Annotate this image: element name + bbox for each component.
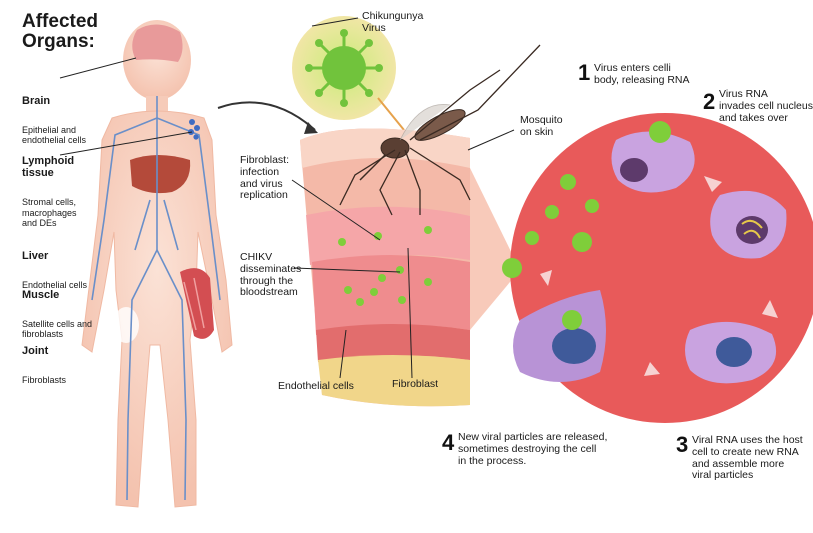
label-endothelial: Endothelial cells (278, 381, 354, 393)
organ-desc: Stromal cells, macrophages and DEs (22, 197, 77, 227)
organ-name: Brain (22, 95, 86, 107)
step-text-2: Virus RNA invades cell nucleus and takes… (719, 89, 813, 124)
step-number-2: 2 (703, 89, 715, 115)
step-text-3: Viral RNA uses the host cell to create n… (692, 435, 803, 482)
label-fibroblast-infection: Fibroblast: infection and virus replicat… (240, 155, 289, 202)
organ-name: Liver (22, 250, 87, 262)
skin-cross-section (300, 128, 520, 406)
organ-desc: Fibroblasts (22, 375, 66, 385)
step-text-4: New viral particles are released, someti… (458, 432, 607, 467)
step-number-3: 3 (676, 432, 688, 458)
step-number-4: 4 (442, 430, 454, 456)
step-text-1: Virus enters celli body, releasing RNA (594, 63, 690, 87)
organ-lymphoid: Lymphoid tissue Stromal cells, macrophag… (22, 137, 77, 246)
human-body (82, 20, 232, 507)
organ-name: Joint (22, 345, 66, 357)
organ-name: Lymphoid tissue (22, 155, 77, 180)
organ-joint: Joint Fibroblasts (22, 327, 66, 403)
cell-cycle-circle (502, 113, 813, 423)
label-chikv: CHIKV disseminates through the bloodstre… (240, 252, 301, 299)
label-mosquito: Mosquito on skin (520, 115, 563, 139)
joint-shape (113, 307, 139, 343)
label-virus: Chikungunya Virus (362, 11, 423, 35)
transfer-arrow (218, 102, 315, 130)
organ-name: Muscle (22, 289, 92, 301)
brain-shape (132, 24, 182, 62)
page-title: Affected Organs: (22, 12, 98, 52)
step-number-1: 1 (578, 60, 590, 86)
label-fibroblast: Fibroblast (392, 379, 438, 391)
